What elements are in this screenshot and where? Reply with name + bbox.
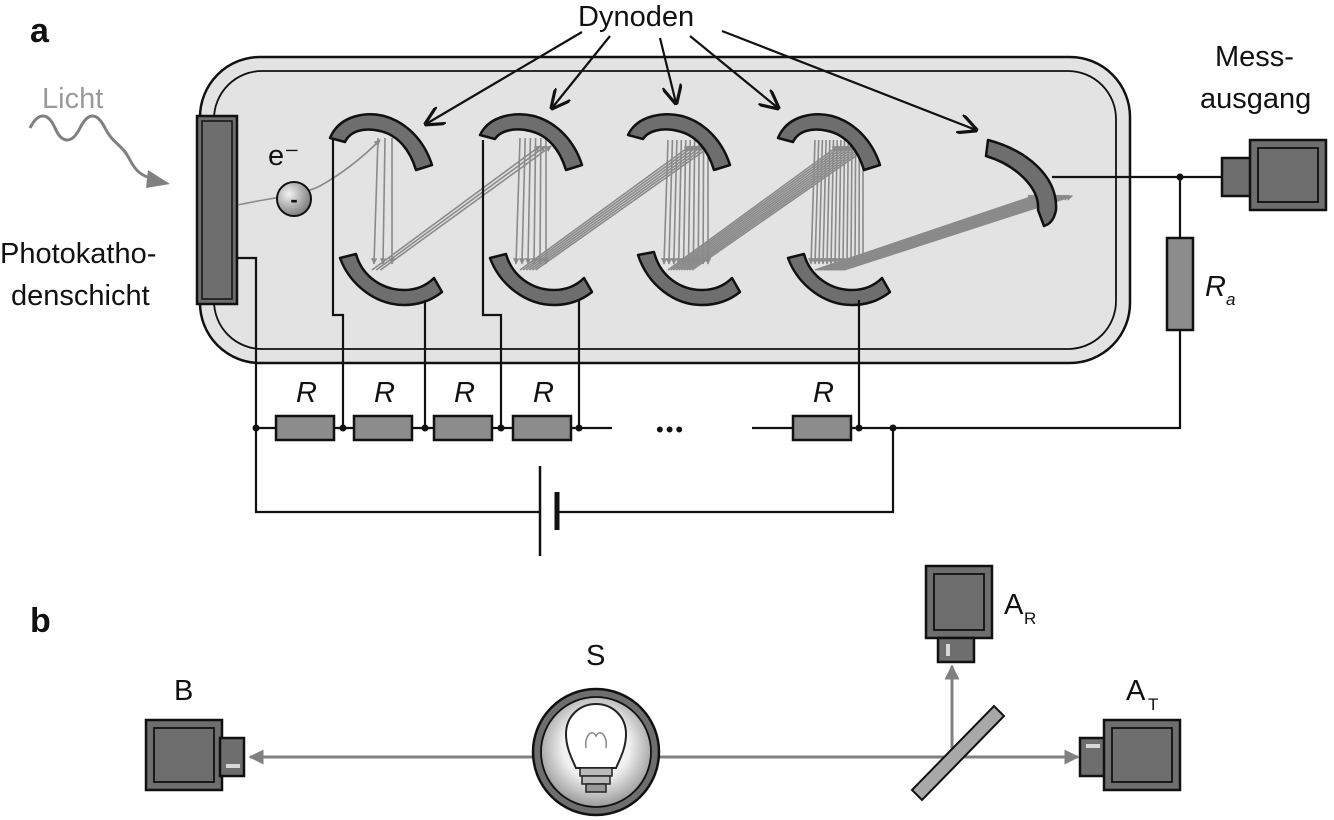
electron-ray — [522, 145, 695, 271]
electron-ray — [680, 145, 857, 271]
ellipsis: ••• — [656, 417, 685, 442]
electron-ray — [835, 139, 843, 265]
detector-at — [1078, 718, 1182, 792]
battery — [254, 428, 895, 556]
load-resistor — [1165, 236, 1195, 332]
electron-ray — [823, 139, 831, 265]
light-label: Licht — [42, 83, 103, 115]
detector-at-subscript: T — [1148, 695, 1158, 714]
electron-ray — [819, 139, 827, 265]
output-connector — [1220, 138, 1328, 212]
detector-b-label: B — [174, 675, 193, 707]
dynode-2-upper — [478, 113, 584, 172]
load-resistor-subscript: a — [1226, 290, 1235, 309]
resistor-label-1: R — [296, 377, 317, 409]
dynodes-label: Dynoden — [578, 1, 694, 33]
light-source — [531, 687, 661, 817]
electron-ray — [371, 145, 541, 271]
electron-ray — [690, 139, 697, 265]
dynode-4-lower — [786, 252, 892, 307]
electron-ray — [535, 145, 712, 271]
electron-ray — [660, 139, 669, 265]
resistor-label-3: R — [454, 377, 475, 409]
electron-ray — [670, 145, 843, 271]
electron-ray — [685, 139, 692, 265]
resistor-label-4: R — [533, 377, 554, 409]
dynode-4-upper — [776, 113, 882, 172]
electron-ray — [518, 137, 526, 265]
detector-at-label: A — [1126, 675, 1146, 707]
electron-ray — [831, 139, 839, 265]
resistor-label-5: R — [813, 377, 834, 409]
panel-b-label: b — [30, 602, 51, 640]
electron-ray — [815, 139, 824, 265]
electron-ray — [851, 139, 859, 265]
output-label-line1: Mess- — [1215, 41, 1294, 73]
load-resistor-label: R — [1205, 271, 1226, 303]
dynode-1-lower — [338, 252, 444, 307]
light-wave — [28, 114, 156, 180]
photocathode — [195, 114, 239, 306]
detector-ar-label: A — [1004, 589, 1024, 621]
resistor-label-2: R — [374, 377, 395, 409]
panel-a-label: a — [30, 12, 50, 50]
electron-ray — [827, 139, 835, 265]
beam-splitter — [910, 704, 1006, 802]
electron-ray — [672, 145, 846, 271]
electron-ray — [675, 139, 683, 265]
electron-ray — [680, 139, 687, 265]
electron-ray — [528, 145, 704, 271]
electron-ray — [536, 137, 544, 265]
resistor-chain — [274, 414, 853, 442]
source-label: S — [586, 640, 605, 672]
electron-symbol: - — [290, 187, 297, 212]
electron-ray — [811, 139, 820, 265]
electron-ray — [670, 139, 678, 265]
dynode-3-upper — [626, 113, 732, 172]
output-label-line2: ausgang — [1200, 83, 1311, 115]
dynode-2-lower — [488, 252, 594, 307]
electron-ray — [525, 145, 699, 271]
dynode-wires — [237, 140, 861, 428]
electron-ray — [375, 145, 547, 271]
electron-ray — [370, 137, 379, 265]
detector-ar-subscript: R — [1024, 609, 1036, 628]
electron — [276, 181, 312, 217]
dynode-1-upper — [328, 113, 434, 172]
electron-label: e⁻ — [268, 140, 299, 172]
electron-ray — [519, 145, 691, 271]
dynode-3-lower — [636, 250, 742, 307]
electron-ray — [532, 145, 708, 271]
anode — [984, 138, 1058, 228]
electron-ray — [530, 137, 538, 265]
electron-ray — [675, 145, 850, 271]
photocathode-label-line2: denschicht — [11, 280, 150, 312]
detector-ar — [924, 564, 994, 664]
electron-ray — [667, 145, 839, 271]
electron-cascade — [370, 137, 1074, 271]
electron-ray — [512, 137, 521, 265]
electron-ray — [379, 145, 552, 271]
electron-ray — [379, 137, 387, 265]
electron-ray — [807, 139, 816, 265]
electron-ray — [839, 139, 847, 265]
electron-ray — [665, 139, 674, 265]
electron-ray — [683, 145, 860, 271]
electron-ray — [695, 139, 702, 265]
electron-ray — [843, 194, 1074, 271]
electron-ray — [847, 139, 855, 265]
electron-ray — [524, 137, 532, 265]
electron-ray — [843, 139, 851, 265]
photocathode-label-line1: Photokatho- — [0, 238, 156, 270]
detector-b — [144, 718, 246, 792]
